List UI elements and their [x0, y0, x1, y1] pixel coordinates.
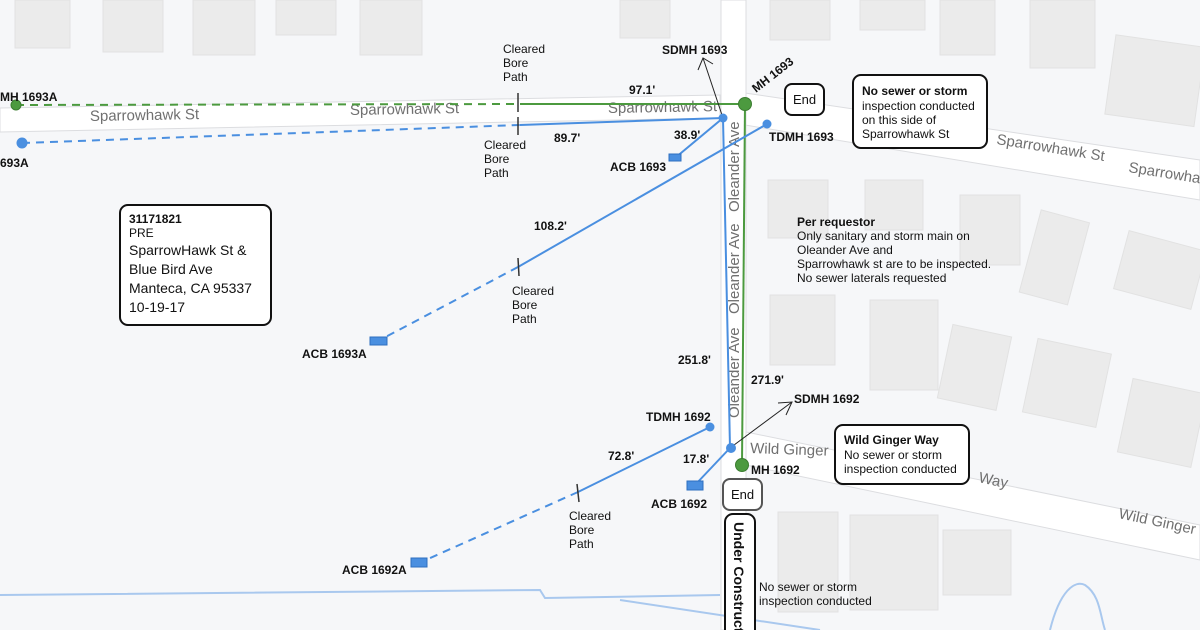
label-sdmh-1692: SDMH 1692 — [794, 392, 860, 406]
svg-text:Bore: Bore — [512, 298, 538, 312]
svg-text:No sewer or storm: No sewer or storm — [844, 448, 942, 462]
acb-1692a-marker[interactable] — [410, 557, 428, 568]
length-label: 271.9' — [751, 373, 784, 387]
label-acb-1692a: ACB 1692A — [342, 563, 407, 577]
length-label: 72.8' — [608, 449, 634, 463]
svg-text:inspection conducted: inspection conducted — [862, 99, 975, 113]
svg-text:Path: Path — [569, 537, 594, 551]
svg-text:10-19-17: 10-19-17 — [129, 299, 185, 315]
manhole-mh-1693[interactable] — [738, 97, 752, 111]
svg-text:Sparrowhawk St: Sparrowhawk St — [862, 127, 950, 141]
svg-text:No sewer or storm: No sewer or storm — [759, 580, 857, 594]
length-label: 108.2' — [534, 219, 567, 233]
svg-text:Only sanitary and storm main o: Only sanitary and storm main on — [797, 229, 970, 243]
street-label-wild-ginger: Wild Ginger — [750, 440, 829, 460]
svg-text:Path: Path — [512, 312, 537, 326]
length-label: 89.7' — [554, 131, 580, 145]
bore-path-ticks — [517, 93, 580, 503]
svg-text:SparrowHawk St &: SparrowHawk St & — [129, 242, 247, 258]
svg-text:Path: Path — [484, 166, 509, 180]
svg-text:Sparrowhawk st are to be inspe: Sparrowhawk st are to be inspected. — [797, 257, 991, 271]
note-per-requestor: Per requestor Only sanitary and storm ma… — [797, 215, 991, 285]
end-marker-south: End — [722, 478, 763, 511]
svg-text:End: End — [731, 487, 754, 502]
svg-text:on this side of: on this side of — [862, 113, 937, 127]
tdmh-1693-node[interactable] — [762, 119, 772, 129]
svg-text:Bore: Bore — [569, 523, 595, 537]
svg-text:No sewer or storm: No sewer or storm — [862, 84, 967, 98]
street-label-oleander: Oleander Ave — [726, 121, 743, 212]
acb-1693-marker[interactable] — [668, 153, 682, 162]
waterway-lines — [0, 582, 1106, 630]
leader-arrows — [697, 57, 793, 449]
street-label-sparrowhawk: Sparrowhawk St — [350, 100, 460, 119]
length-label: 38.9' — [674, 128, 700, 142]
svg-text:No sewer laterals requested: No sewer laterals requested — [797, 271, 946, 285]
label-mh-1692: MH 1692 — [751, 463, 800, 477]
svg-text:PRE: PRE — [129, 226, 154, 240]
svg-text:Bore: Bore — [503, 56, 529, 70]
label-acb-1693a: ACB 1693A — [302, 347, 367, 361]
street-label-oleander: Oleander Ave — [726, 327, 743, 418]
buildings — [14, 0, 1200, 613]
svg-text:inspection conducted: inspection conducted — [759, 594, 872, 608]
length-label: 17.8' — [683, 452, 709, 466]
svg-text:Wild Ginger Way: Wild Ginger Way — [844, 433, 939, 447]
catch-basin-1693a[interactable] — [16, 137, 28, 149]
street-label-oleander: Oleander Ave — [726, 223, 743, 314]
street-label-wild-ginger: Way — [977, 469, 1010, 492]
sanitary-lines — [15, 103, 746, 466]
length-label: 97.1' — [629, 83, 655, 97]
length-label: 251.8' — [678, 353, 711, 367]
svg-text:Cleared: Cleared — [484, 138, 526, 152]
label-sdmh-1693: SDMH 1693 — [662, 43, 728, 57]
street-label-sparrowhawk: Sparrowhawk St — [608, 98, 718, 117]
svg-text:Blue Bird Ave: Blue Bird Ave — [129, 261, 213, 277]
acb-1693a-marker[interactable] — [369, 336, 388, 346]
sdmh-1693-node[interactable] — [718, 113, 728, 123]
tdmh-1692-node[interactable] — [705, 422, 715, 432]
svg-text:Cleared: Cleared — [503, 42, 545, 56]
sdmh-1692-node[interactable] — [726, 443, 736, 453]
label-acb-1693: ACB 1693 — [610, 160, 666, 174]
label-1693a: 693A — [0, 156, 29, 170]
svg-text:Cleared: Cleared — [512, 284, 554, 298]
note-under-construction: Under Construction — [724, 513, 756, 630]
label-acb-1692: ACB 1692 — [651, 497, 707, 511]
svg-text:Oleander Ave and: Oleander Ave and — [797, 243, 893, 257]
label-tdmh-1692: TDMH 1692 — [646, 410, 711, 424]
svg-text:inspection conducted: inspection conducted — [844, 462, 957, 476]
manhole-mh-1693a[interactable] — [10, 99, 22, 111]
svg-text:Bore: Bore — [484, 152, 510, 166]
svg-text:Per requestor: Per requestor — [797, 215, 875, 229]
storm-lines — [21, 117, 768, 564]
svg-text:Cleared: Cleared — [569, 509, 611, 523]
street-label-sparrowhawk: Sparrowhawk St — [90, 106, 200, 125]
svg-text:End: End — [793, 92, 816, 107]
project-info-box: 31171821 PRE SparrowHawk St & Blue Bird … — [119, 204, 272, 326]
label-tdmh-1693: TDMH 1693 — [769, 130, 834, 144]
note-wild-ginger: Wild Ginger Way No sewer or storm inspec… — [834, 424, 970, 485]
label-mh-1693a: MH 1693A — [0, 90, 58, 104]
svg-text:Path: Path — [503, 70, 528, 84]
svg-text:Under Construction: Under Construction — [731, 522, 747, 630]
acb-1692-marker[interactable] — [686, 480, 704, 491]
note-bottom: No sewer or storm inspection conducted — [759, 580, 872, 608]
manhole-mh-1692[interactable] — [735, 458, 749, 472]
svg-text:Manteca, CA 95337: Manteca, CA 95337 — [129, 280, 252, 296]
end-marker-north: End — [784, 83, 825, 116]
note-sparrowhawk: No sewer or storm inspection conducted o… — [852, 74, 988, 149]
svg-text:31171821: 31171821 — [129, 212, 182, 226]
